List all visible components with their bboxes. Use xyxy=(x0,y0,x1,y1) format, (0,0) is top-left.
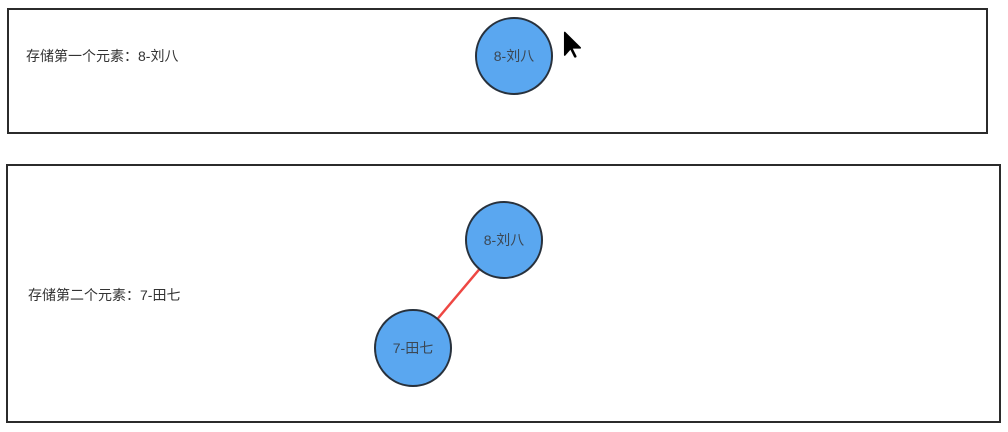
tree-node-label: 8-刘八 xyxy=(493,48,535,64)
arrow-pointer-icon xyxy=(563,31,582,59)
step-caption: 存储第二个元素：7-田七 xyxy=(28,287,181,303)
tree-node-8-liuba[interactable]: 8-刘八 xyxy=(475,17,553,95)
tree-node-8-liuba[interactable]: 8-刘八 xyxy=(465,201,543,279)
tree-node-label: 7-田七 xyxy=(392,340,434,356)
step-panel-second-element: 存储第二个元素：7-田七 8-刘八 7-田七 xyxy=(6,164,1001,423)
tree-node-label: 8-刘八 xyxy=(483,232,525,248)
step-panel-first-element: 存储第一个元素：8-刘八 8-刘八 xyxy=(7,8,988,134)
step-caption: 存储第一个元素：8-刘八 xyxy=(26,48,179,64)
tree-node-7-tianqi[interactable]: 7-田七 xyxy=(374,309,452,387)
